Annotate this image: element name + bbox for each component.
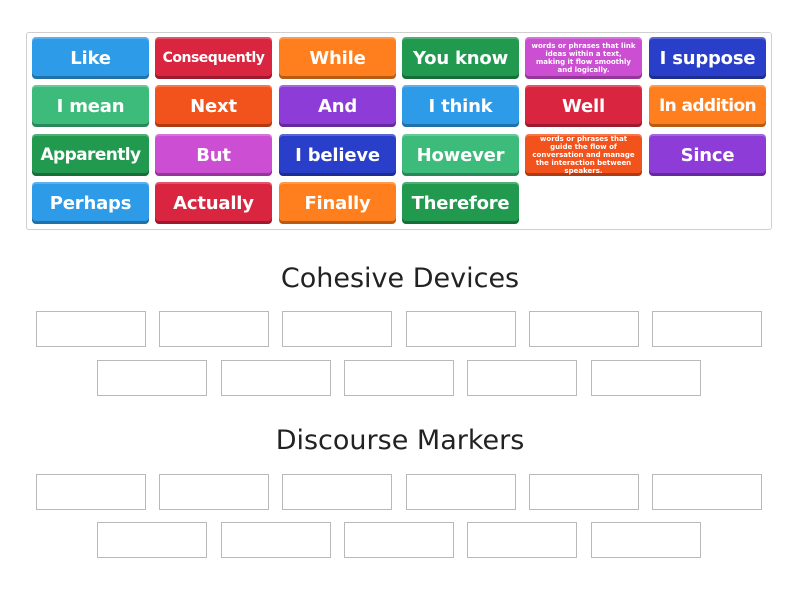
tile-in-addition[interactable]: In addition: [649, 85, 766, 127]
tile-however[interactable]: However: [402, 134, 519, 176]
tile-like[interactable]: Like: [32, 37, 149, 79]
tile-while[interactable]: While: [279, 37, 396, 79]
drop-slot[interactable]: [591, 522, 701, 558]
tile-i-suppose[interactable]: I suppose: [649, 37, 766, 79]
tile-therefore[interactable]: Therefore: [402, 182, 519, 224]
tile-well[interactable]: Well: [525, 85, 642, 127]
drop-slot[interactable]: [159, 311, 269, 347]
tile-tray: Like Consequently While You know words o…: [26, 32, 772, 230]
tile-finally[interactable]: Finally: [279, 182, 396, 224]
tile-i-believe[interactable]: I believe: [279, 134, 396, 176]
group-title-cohesive-devices: Cohesive Devices: [280, 263, 520, 294]
tile-apparently[interactable]: Apparently: [32, 134, 149, 176]
tile-since[interactable]: Since: [649, 134, 766, 176]
drop-slot[interactable]: [36, 311, 146, 347]
tile-discourse-markers-definition[interactable]: words or phrases that guide the flow of …: [525, 134, 642, 176]
group-title-discourse-markers: Discourse Markers: [275, 425, 525, 456]
drop-slot[interactable]: [467, 522, 577, 558]
drop-slot[interactable]: [97, 522, 207, 558]
drop-slot[interactable]: [652, 474, 762, 510]
drop-slot[interactable]: [652, 311, 762, 347]
tile-next[interactable]: Next: [155, 85, 272, 127]
tile-i-think[interactable]: I think: [402, 85, 519, 127]
drop-slot[interactable]: [344, 360, 454, 396]
tile-consequently[interactable]: Consequently: [155, 37, 272, 79]
tile-you-know[interactable]: You know: [402, 37, 519, 79]
tile-and[interactable]: And: [279, 85, 396, 127]
drop-slot[interactable]: [221, 522, 331, 558]
drop-slot[interactable]: [282, 474, 392, 510]
tile-cohesive-devices-definition[interactable]: words or phrases that link ideas within …: [525, 37, 642, 79]
tile-i-mean[interactable]: I mean: [32, 85, 149, 127]
drop-slot[interactable]: [36, 474, 146, 510]
drop-slot[interactable]: [159, 474, 269, 510]
drop-slot[interactable]: [591, 360, 701, 396]
drop-slot[interactable]: [282, 311, 392, 347]
drop-slot[interactable]: [467, 360, 577, 396]
drop-slot[interactable]: [406, 474, 516, 510]
drop-slot[interactable]: [97, 360, 207, 396]
tile-but[interactable]: But: [155, 134, 272, 176]
drop-slot[interactable]: [344, 522, 454, 558]
drop-slot[interactable]: [221, 360, 331, 396]
tile-perhaps[interactable]: Perhaps: [32, 182, 149, 224]
tile-actually[interactable]: Actually: [155, 182, 272, 224]
drop-slot[interactable]: [529, 311, 639, 347]
drop-slot[interactable]: [406, 311, 516, 347]
drop-slot[interactable]: [529, 474, 639, 510]
